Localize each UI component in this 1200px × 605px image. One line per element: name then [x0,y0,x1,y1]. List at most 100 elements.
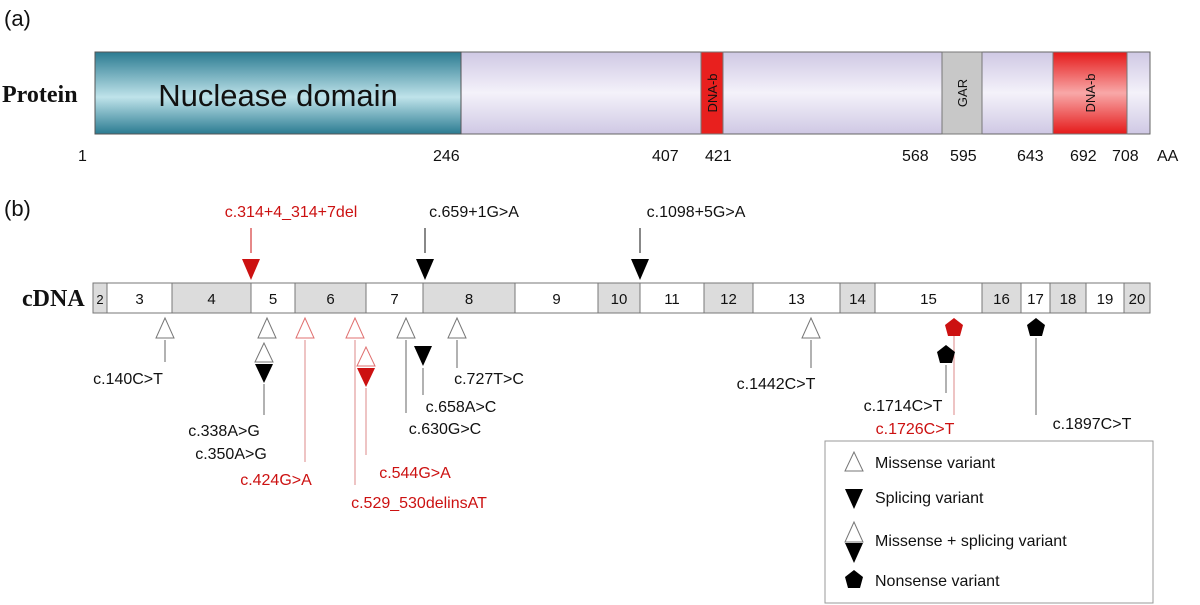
exon-label-16: 16 [993,291,1010,308]
exon-label-12: 12 [720,291,737,308]
leader-lines [164,228,1037,485]
dna-binding-domain-2 [1052,51,1128,135]
exon-label-13: 13 [788,291,805,308]
legend-missense-splicing-icon-bottom [845,543,863,563]
variant-label-c658: c.658A>C [426,399,497,416]
variant-label-c140: c.140C>T [93,371,163,388]
exon-label-20: 20 [1129,291,1146,308]
exon-15 [874,282,983,314]
exon-label-18: 18 [1060,291,1077,308]
legend-splicing-icon [845,489,863,509]
nuclease-domain-label: Nuclease domain [158,78,398,113]
splicing-marker [357,368,375,387]
missense-marker [257,316,277,339]
nonsense-marker [937,345,955,363]
splicing-marker [631,259,649,280]
exon-label-2: 2 [96,292,103,307]
exon-20 [1123,282,1151,314]
missense-marker [155,316,175,339]
missense-marker [447,316,467,339]
protein-row-label: Protein [2,82,78,108]
exon-label-6: 6 [326,291,334,308]
missense-marker [356,345,376,367]
exon-9 [514,282,599,314]
exon-5 [250,282,296,314]
legend-missense-icon [844,450,864,472]
exon-label-14: 14 [849,291,866,308]
variant-label-c424: c.424G>A [240,472,312,489]
variant-label-c727: c.727T>C [454,371,524,388]
variant-label-c314: c.314+4_314+7del [225,204,358,221]
exon-11 [639,282,705,314]
tick-unit: AA [1157,148,1179,165]
legend-missense-label: Missense variant [875,455,996,472]
legend-box [824,440,1154,604]
tick-568: 568 [902,148,929,165]
legend-missense-splicing-icon-top [844,520,864,543]
exon-label-11: 11 [664,291,680,308]
variant-label-c630: c.630G>C [409,421,481,438]
missense-marker [295,316,315,339]
nuclease-domain [94,51,462,135]
splicing-marker [414,346,432,366]
variant-label-c529: c.529_530delinsAT [351,495,487,512]
variant-label-c1442: c.1442C>T [737,376,816,393]
exon-7 [365,282,424,314]
variant-label-c544: c.544G>A [379,465,451,482]
variant-label-c1726: c.1726C>T [876,421,955,438]
variant-label-c338: c.338A>G [188,423,260,440]
legend-splicing-label: Splicing variant [875,490,984,507]
tick-595: 595 [950,148,977,165]
exon-label-3: 3 [135,291,143,308]
variant-label-c1098: c.1098+5G>A [647,204,746,221]
tick-246: 246 [433,148,460,165]
exon-12 [703,282,754,314]
nonsense-marker [1027,318,1045,336]
variant-label-c350: c.350A>G [195,446,267,463]
splicing-marker [255,364,273,383]
legend-missense-splicing-label: Missense + splicing variant [875,533,1067,550]
exon-8 [422,282,516,314]
exon-label-7: 7 [390,291,398,308]
exon-track: 2 3 4 5 6 7 8 9 10 11 12 13 14 15 16 17 18 19 20 [92,282,1151,314]
exon-10 [597,282,641,314]
protein-ticks: 1 246 407 421 568 595 643 692 708 AA [78,148,1179,165]
legend-nonsense-label: Nonsense variant [875,573,1000,590]
exon-label-4: 4 [207,291,215,308]
missense-marker [801,316,821,339]
tick-407: 407 [652,148,679,165]
dna-binding-domain-1 [700,51,724,135]
legend: Missense variant Splicing variant Missen… [824,440,1154,604]
markers-below [155,316,1045,387]
splicing-marker [416,259,434,280]
gar-domain [941,51,983,135]
panel-b-label: (b) [4,196,31,221]
protein-bar: Nuclease domain DNA-b GAR DNA-b [94,51,1151,135]
exon-label-5: 5 [269,291,277,308]
tick-421: 421 [705,148,732,165]
tick-708: 708 [1112,148,1139,165]
dna-binding-domain-2-label: DNA-b [1083,73,1098,112]
exon-label-10: 10 [611,291,628,308]
tick-643: 643 [1017,148,1044,165]
exon-label-15: 15 [920,291,937,308]
splicing-marker [242,259,260,280]
exon-label-17: 17 [1027,291,1044,308]
tick-1: 1 [78,148,87,165]
exon-label-19: 19 [1097,291,1114,308]
exon-label-9: 9 [552,291,560,308]
gar-domain-label: GAR [955,79,970,107]
markers-above [242,259,649,280]
nonsense-marker [945,318,963,336]
cdna-row-label: cDNA [22,286,85,312]
tick-692: 692 [1070,148,1097,165]
missense-marker [396,316,416,339]
variant-label-c659: c.659+1G>A [429,204,519,221]
exon-label-8: 8 [465,291,473,308]
missense-marker [345,316,365,339]
panel-a-label: (a) [4,6,31,31]
exon-4 [171,282,252,314]
dna-binding-domain-1-label: DNA-b [705,73,720,112]
exon-6 [294,282,367,314]
